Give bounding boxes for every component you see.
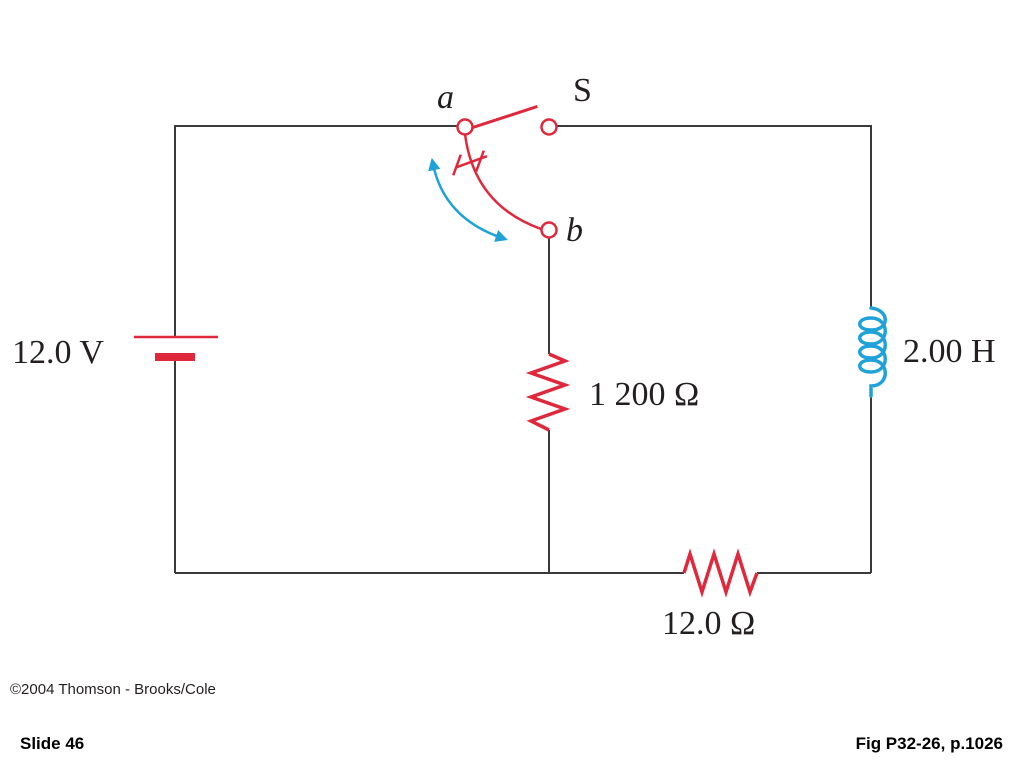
inductor-label: 2.00 H [903,333,996,370]
terminal-s [540,118,558,136]
terminal-b-label: b [566,212,583,249]
switch-label: S [573,72,592,109]
battery [134,335,218,361]
terminal-a-label: a [437,79,454,116]
terminal-b [540,221,558,239]
slide-number: Slide 46 [20,734,85,753]
switch-motion-arrow [428,157,508,242]
switch-blade-alt [463,133,542,231]
battery-short-plate [155,353,195,361]
resistor-1200-ohm [525,352,571,432]
terminal-a [456,118,474,136]
battery-label: 12.0 V [12,334,104,371]
wires [174,125,872,574]
resistor-1200-label: 1 200 Ω [589,376,699,413]
figure-reference: Fig P32-26, p.1026 [855,734,1003,753]
resistor-12-ohm [682,548,759,598]
switch [452,105,558,239]
switch-blade [464,105,538,132]
wire-top-right [557,125,872,308]
copyright-text: ©2004 Thomson - Brooks/Cole [10,681,216,698]
inductor-coil [858,306,887,398]
wire-top-left [174,125,458,337]
resistor-12-label: 12.0 Ω [662,605,755,642]
